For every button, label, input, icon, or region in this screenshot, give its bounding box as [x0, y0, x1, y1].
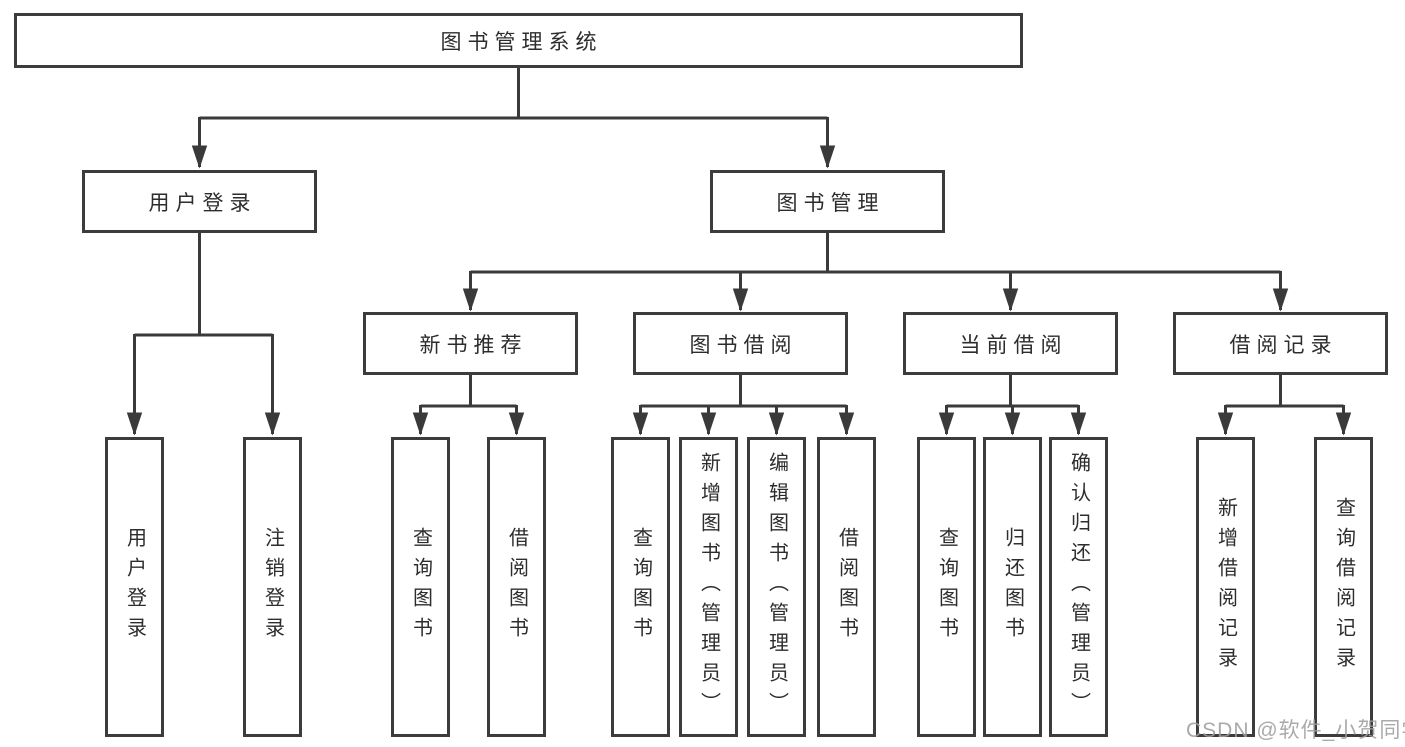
node-user-login-module: 用户登录: [82, 170, 317, 233]
node-borrowing-records: 借阅记录: [1173, 312, 1388, 375]
node-current-borrowing: 当前借阅: [903, 312, 1118, 375]
leaf-query-books-current: 查询图书: [917, 437, 976, 737]
leaf-edit-book-admin: 编辑图书（管理员）: [747, 437, 806, 737]
node-book-management-module: 图书管理: [710, 170, 945, 233]
node-book-borrowing: 图书借阅: [633, 312, 848, 375]
leaf-borrow-books: 借阅图书: [817, 437, 876, 737]
leaf-confirm-return-admin: 确认归还（管理员）: [1049, 437, 1108, 737]
leaf-add-book-admin: 新增图书（管理员）: [679, 437, 738, 737]
leaf-add-borrow-record: 新增借阅记录: [1196, 437, 1255, 737]
node-root-system: 图书管理系统: [14, 13, 1023, 68]
leaf-borrow-books-recommend: 借阅图书: [487, 437, 546, 737]
leaf-query-books-recommend: 查询图书: [391, 437, 450, 737]
leaf-query-books-borrowing: 查询图书: [611, 437, 670, 737]
node-new-book-recommend: 新书推荐: [363, 312, 578, 375]
csdn-watermark: CSDN @软件_小贺同学: [1186, 719, 1405, 742]
leaf-user-login: 用户登录: [105, 437, 164, 737]
leaf-query-borrow-record: 查询借阅记录: [1314, 437, 1373, 737]
leaf-logout: 注销登录: [243, 437, 302, 737]
leaf-return-book: 归还图书: [983, 437, 1042, 737]
